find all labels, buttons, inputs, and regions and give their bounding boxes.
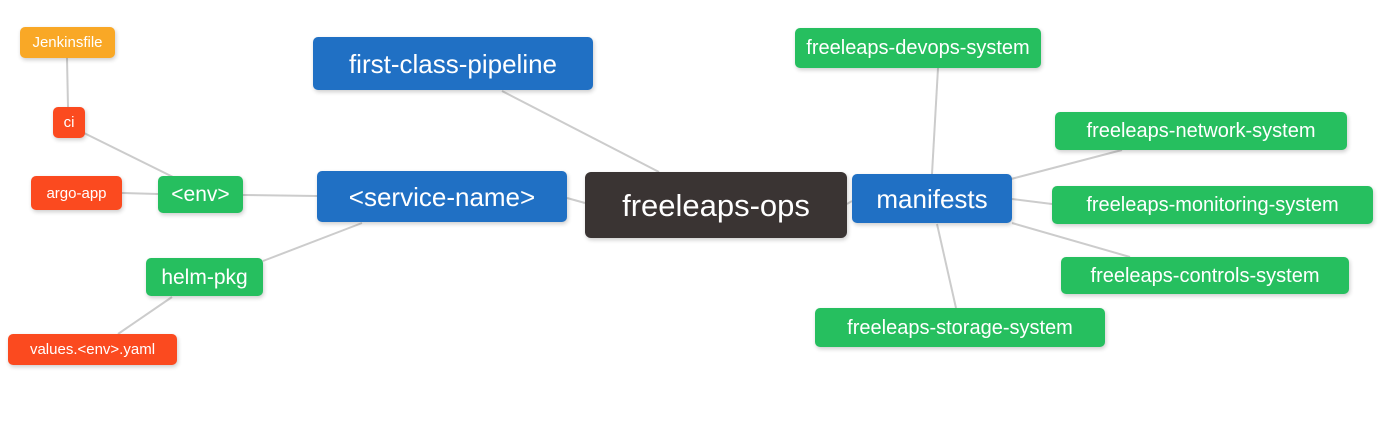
edge-jenkinsfile-ci <box>66 57 69 108</box>
edge-env-service-name <box>242 194 318 197</box>
node-env[interactable]: <env> <box>158 176 243 213</box>
node-freeleaps-network-system[interactable]: freeleaps-network-system <box>1055 112 1347 150</box>
node-freeleaps-storage-system[interactable]: freeleaps-storage-system <box>815 308 1105 347</box>
node-freeleaps-controls-system[interactable]: freeleaps-controls-system <box>1061 257 1349 294</box>
edge-helm-pkg-service-name <box>262 222 363 262</box>
node-ci[interactable]: ci <box>53 107 85 138</box>
edge-service-name-root <box>566 197 586 204</box>
node-freeleaps-ops[interactable]: freeleaps-ops <box>585 172 847 238</box>
node-argo-app[interactable]: argo-app <box>31 176 122 210</box>
node-jenkinsfile[interactable]: Jenkinsfile <box>20 27 115 58</box>
edge-manifests-network <box>1010 149 1123 180</box>
node-helm-pkg[interactable]: helm-pkg <box>146 258 263 296</box>
node-freeleaps-devops-system[interactable]: freeleaps-devops-system <box>795 28 1041 68</box>
edge-ci-env <box>83 132 174 178</box>
edge-argo-app-env <box>121 192 159 195</box>
node-service-name[interactable]: <service-name> <box>317 171 567 222</box>
edge-pipeline-root <box>501 90 660 173</box>
edge-root-manifests <box>846 200 853 205</box>
edge-manifests-controls <box>1011 222 1131 258</box>
edge-values-helm-pkg <box>117 296 173 335</box>
node-first-class-pipeline[interactable]: first-class-pipeline <box>313 37 593 90</box>
node-manifests[interactable]: manifests <box>852 174 1012 223</box>
node-freeleaps-monitoring-system[interactable]: freeleaps-monitoring-system <box>1052 186 1373 224</box>
edge-manifests-monitoring <box>1011 198 1053 205</box>
edge-manifests-storage <box>936 223 957 309</box>
node-values-env-yaml[interactable]: values.<env>.yaml <box>8 334 177 365</box>
edge-manifests-devops <box>931 67 939 175</box>
